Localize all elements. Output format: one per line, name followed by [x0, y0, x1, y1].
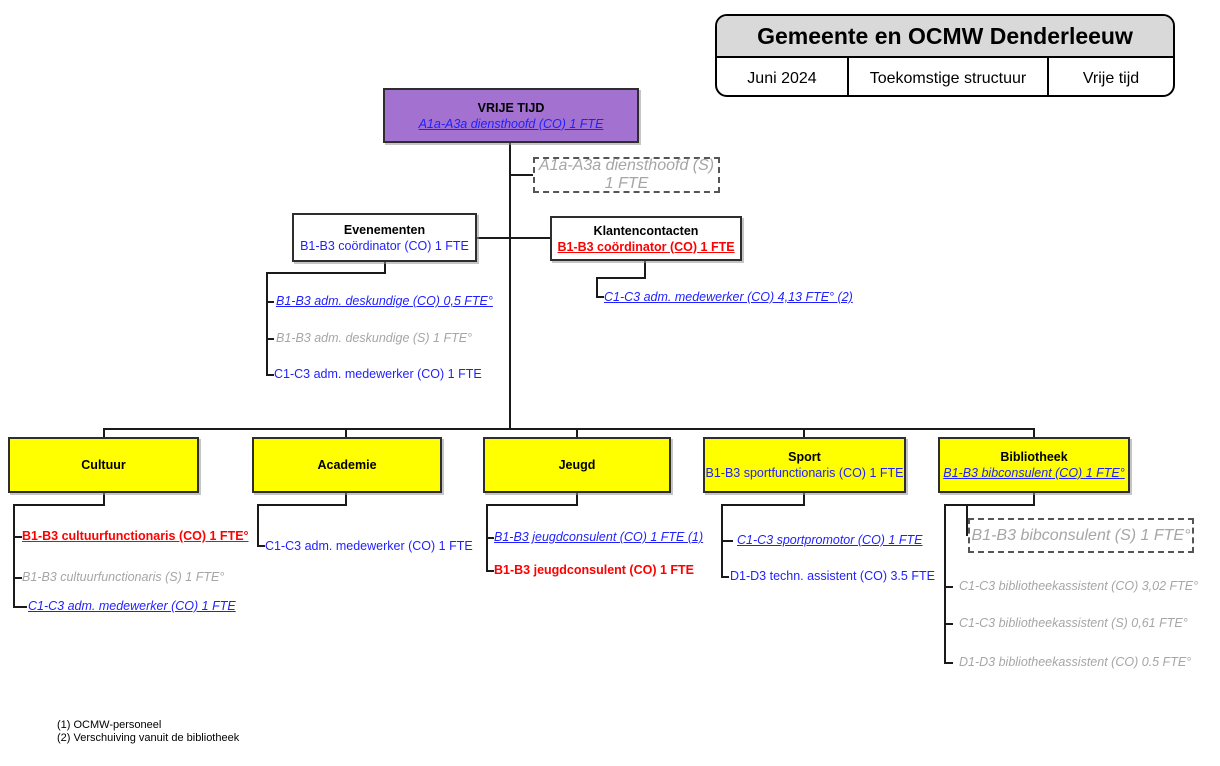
connector-academie-spine: [257, 504, 259, 547]
connector-cultuur-step: [13, 504, 105, 506]
connector-tick: [721, 540, 733, 542]
bibliotheek-role: B1-B3 bibconsulent (CO) 1 FTE°: [943, 466, 1125, 480]
legend-cells: Juni 2024 Toekomstige structuur Vrije ti…: [717, 58, 1173, 95]
connector-tick: [13, 577, 22, 579]
connector-tick: [944, 623, 953, 625]
connector-cultuur-spine: [13, 504, 15, 608]
connector-stub-academie: [345, 428, 347, 438]
connector-tick: [944, 586, 953, 588]
connector-row-horizontal: [103, 428, 1035, 430]
bibliotheek-item: D1-D3 bibliotheekassistent (CO) 0.5 FTE°: [959, 655, 1192, 669]
connector-biblio-shadow-stub: [966, 504, 968, 536]
bibliotheek-box: Bibliotheek B1-B3 bibconsulent (CO) 1 FT…: [938, 437, 1130, 493]
connector-root-shadow-tick: [509, 174, 533, 176]
connector-klanten-step: [596, 277, 646, 279]
klantencontacten-role: B1-B3 coördinator (CO) 1 FTE: [557, 239, 735, 254]
jeugd-item: B1-B3 jeugdconsulent (CO) 1 FTE: [494, 563, 695, 577]
connector-academie-drop: [345, 493, 347, 506]
jeugd-title: Jeugd: [558, 458, 596, 472]
connector-even-drop: [384, 262, 386, 274]
sport-role: B1-B3 sportfunctionaris (CO) 1 FTE: [705, 466, 904, 480]
sport-item: C1-C3 sportpromotor (CO) 1 FTE: [737, 533, 923, 547]
connector-tick: [944, 662, 953, 664]
diensthoofd-s-role: A1a-A3a diensthoofd (S) 1 FTE: [538, 157, 715, 192]
klantencontacten-item: C1-C3 adm. medewerker (CO) 4,13 FTE° (2): [604, 290, 853, 304]
connector-jeugd-drop: [576, 493, 578, 506]
legend-title: Gemeente en OCMW Denderleeuw: [717, 16, 1173, 58]
evenementen-item: B1-B3 adm. deskundige (CO) 0,5 FTE°: [276, 294, 493, 308]
connector-biblio-spine: [944, 504, 946, 663]
sport-box: Sport B1-B3 sportfunctionaris (CO) 1 FTE: [703, 437, 906, 493]
connector-sport-drop: [803, 493, 805, 506]
connector-tick: [266, 301, 274, 303]
evenementen-item: C1-C3 adm. medewerker (CO) 1 FTE: [274, 367, 482, 381]
connector-jeugd-step: [486, 504, 578, 506]
sport-item: D1-D3 techn. assistent (CO) 3.5 FTE: [730, 569, 935, 583]
bibconsulent-s-role: B1-B3 bibconsulent (S) 1 FTE°: [971, 526, 1191, 544]
legend-box: Gemeente en OCMW Denderleeuw Juni 2024 T…: [715, 14, 1175, 97]
connector-stub-bibliotheek: [1033, 428, 1035, 438]
footnote-1: (1) OCMW-personeel: [57, 719, 162, 731]
evenementen-box: Evenementen B1-B3 coördinator (CO) 1 FTE: [292, 213, 477, 262]
diensthoofd-s-box: A1a-A3a diensthoofd (S) 1 FTE: [533, 157, 720, 193]
connector-tick: [266, 338, 274, 340]
connector-sport-step: [721, 504, 805, 506]
legend-cell-department: Vrije tijd: [1082, 69, 1140, 87]
cultuur-item: B1-B3 cultuurfunctionaris (CO) 1 FTE°: [22, 529, 249, 543]
legend-cell-date: Juni 2024: [717, 58, 849, 95]
academie-box: Academie: [252, 437, 442, 493]
jeugd-box: Jeugd: [483, 437, 671, 493]
connector-tick: [257, 545, 265, 547]
connector-even-step: [266, 272, 386, 274]
connector-root-spine: [509, 143, 511, 430]
connector-tick: [596, 296, 604, 298]
evenementen-role: B1-B3 coördinator (CO) 1 FTE: [300, 238, 469, 253]
connector-klanten-spine: [596, 277, 598, 298]
connector-tick: [266, 374, 274, 376]
connector-tick: [486, 537, 494, 539]
jeugd-item: B1-B3 jeugdconsulent (CO) 1 FTE (1): [494, 530, 704, 544]
footnotes: (1) OCMW-personeel (2) Verschuiving vanu…: [57, 719, 239, 745]
cultuur-item: B1-B3 cultuurfunctionaris (S) 1 FTE°: [22, 570, 225, 584]
connector-klanten-drop: [644, 260, 646, 279]
connector-biblio-drop: [1033, 493, 1035, 506]
bibliotheek-item: C1-C3 bibliotheekassistent (S) 0,61 FTE°: [959, 616, 1188, 630]
academie-title: Academie: [317, 458, 377, 472]
connector-tick: [721, 576, 729, 578]
connector-tick: [486, 570, 494, 572]
vrije-tijd-box: VRIJE TIJD A1a-A3a diensthoofd (CO) 1 FT…: [383, 88, 639, 143]
connector-biblio-step: [944, 504, 1035, 506]
connector-stub-cultuur: [103, 428, 105, 438]
footnote-2: (2) Verschuiving vanuit de bibliotheek: [57, 732, 240, 744]
klantencontacten-title: Klantencontacten: [593, 223, 699, 238]
cultuur-box: Cultuur: [8, 437, 199, 493]
connector-academie-step: [257, 504, 347, 506]
vrije-tijd-role: A1a-A3a diensthoofd (CO) 1 FTE: [418, 116, 604, 131]
cultuur-title: Cultuur: [81, 458, 126, 472]
evenementen-item: B1-B3 adm. deskundige (S) 1 FTE°: [276, 331, 473, 345]
bibliotheek-title: Bibliotheek: [1000, 450, 1068, 464]
legend-cell-structure: Toekomstige structuur: [849, 58, 1049, 95]
evenementen-title: Evenementen: [343, 222, 426, 237]
bibliotheek-item: C1-C3 bibliotheekassistent (CO) 3,02 FTE…: [959, 579, 1199, 593]
sport-title: Sport: [788, 450, 821, 464]
connector-tick: [13, 606, 27, 608]
connector-even-spine: [266, 272, 268, 376]
academie-item: C1-C3 adm. medewerker (CO) 1 FTE: [265, 539, 473, 553]
cultuur-item: C1-C3 adm. medewerker (CO) 1 FTE: [28, 599, 236, 613]
connector-cultuur-drop: [103, 493, 105, 506]
vrije-tijd-title: VRIJE TIJD: [477, 100, 545, 115]
connector-even-klanten: [477, 237, 551, 239]
connector-stub-sport: [803, 428, 805, 438]
klantencontacten-box: Klantencontacten B1-B3 coördinator (CO) …: [550, 216, 742, 261]
bibconsulent-s-box: B1-B3 bibconsulent (S) 1 FTE°: [968, 518, 1194, 553]
connector-tick: [13, 536, 22, 538]
connector-stub-jeugd: [576, 428, 578, 438]
